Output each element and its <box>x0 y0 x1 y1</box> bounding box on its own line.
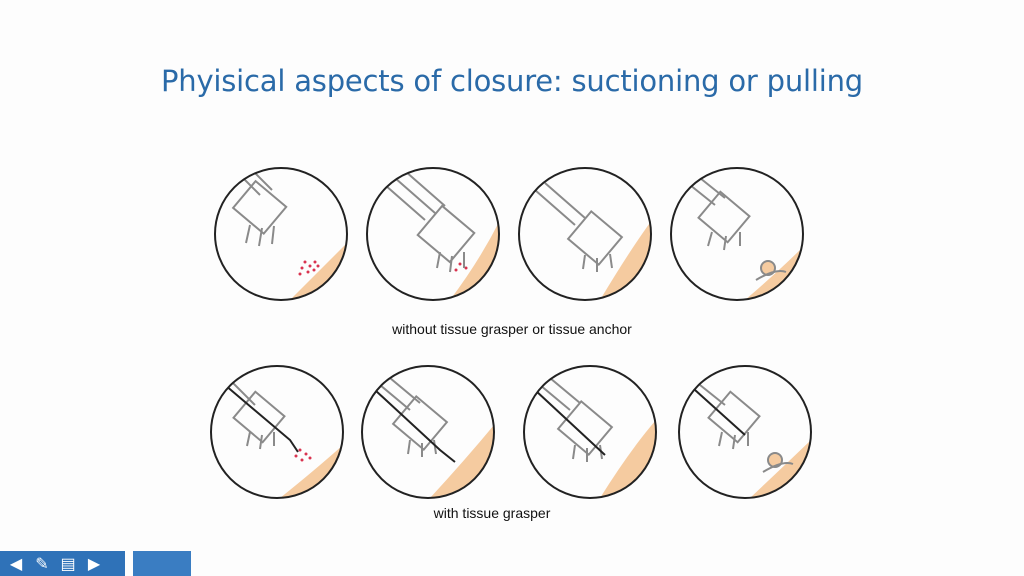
panel-7 <box>534 377 656 498</box>
panel-1-frame <box>214 167 348 301</box>
panel-1 <box>231 169 347 300</box>
panel-3-frame <box>518 167 652 301</box>
panel-3 <box>534 182 651 300</box>
panel-6 <box>374 377 494 498</box>
previous-icon[interactable]: ◀ <box>9 555 23 573</box>
toolbar-extra-button[interactable] <box>133 551 191 576</box>
panel-5 <box>224 379 343 498</box>
panel-4-frame <box>670 167 804 301</box>
panel-8-frame <box>678 365 812 499</box>
row1-caption: without tissue grasper or tissue anchor <box>392 321 632 337</box>
toolbar-controls: ◀ ✎ ▤ ▶ <box>0 551 125 576</box>
pen-icon[interactable]: ✎ <box>35 555 49 573</box>
slide-title: Phyisical aspects of closure: suctioning… <box>160 64 863 98</box>
panel-8 <box>694 384 811 498</box>
menu-icon[interactable]: ▤ <box>60 555 76 573</box>
panel-5-frame <box>210 365 344 499</box>
panel-2-frame <box>366 167 500 301</box>
next-icon[interactable]: ▶ <box>87 555 101 573</box>
panel-4 <box>689 177 803 300</box>
slideshow-toolbar: ◀ ✎ ▤ ▶ <box>0 551 191 576</box>
panel-7-frame <box>523 365 657 499</box>
panel-6-frame <box>361 365 495 499</box>
row2-caption: with tissue grasper <box>433 505 551 521</box>
